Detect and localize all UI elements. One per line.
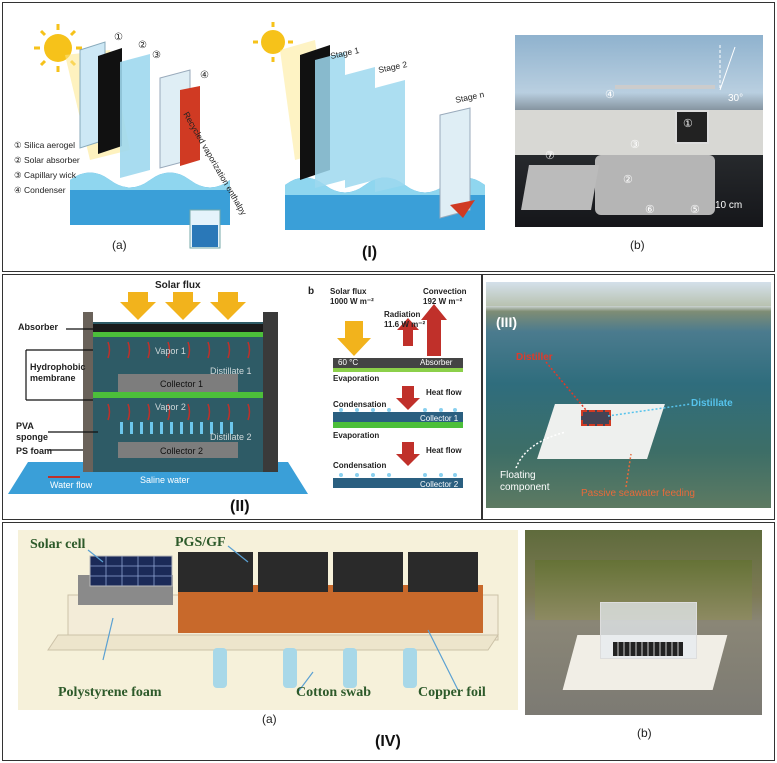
panel-I-legend: ① Silica aerogel ② Solar absorber ③ Capi… [14,138,80,198]
b-heat-flow-label-2: Heat flow [426,446,462,455]
legend-item: ② Solar absorber [14,155,80,165]
distillate-1-label: Distillate 1 [210,366,252,376]
panel-IV-caption-a: (a) [262,712,277,726]
panel-III-roman: (III) [496,314,517,330]
passive-seawater-label: Passive seawater feeding [581,488,695,499]
pgs-gf-label: PGS/GF [175,535,226,550]
photo-scale-label: 10 cm [715,200,743,211]
legend-item: ③ Capillary wick [14,170,76,180]
panel-II-b-tag: b [308,286,315,297]
sun-icon [34,24,82,72]
legend-item: ④ Condenser [14,185,66,195]
pva-sponge-label: PVA sponge [16,421,49,442]
panel-I-caption-a: (a) [112,238,127,252]
panel-III-frame [482,274,775,520]
svg-text:②: ② [138,40,147,51]
b-temp-label: 60 °C [338,358,359,367]
panel-I-caption-b: (b) [630,238,645,252]
vapor-1-label: Vapor 1 [155,346,186,356]
absorber-label: Absorber [18,322,59,332]
panel-II-frame [2,274,482,520]
photo-num: ① [683,118,693,130]
panel-IV-schematic [18,530,518,710]
vapor-2-label: Vapor 2 [155,402,186,412]
photo-num: ② [623,174,633,186]
b-absorber-label: Absorber [420,358,453,367]
photo-num: ③ [630,139,640,151]
collector-2-label: Collector 2 [160,446,204,456]
cotton-swab-label: Cotton swab [296,685,372,700]
coastline [486,282,771,306]
solar-cell-label: Solar cell [30,537,86,552]
b-evaporation-label-2: Evaporation [333,431,380,440]
panel-IV-frame [2,522,775,761]
solar-cell-panel [89,555,173,587]
panel-I-multistage [253,22,485,230]
b-evaporation-label-1: Evaporation [333,374,380,383]
svg-text:③: ③ [152,50,161,61]
distiller-label: Distiller [516,352,553,363]
absorber-strips [613,642,683,656]
panel-II-heat-flow-diagram [333,304,463,488]
b-collector-2-label: Collector 2 [420,480,459,489]
panel-IV-roman: (IV) [375,733,401,750]
photo-num: ⑦ [545,150,555,162]
b-heat-flow-label-1: Heat flow [426,388,462,397]
frame-bar [615,85,715,89]
panel-IV-caption-b: (b) [637,726,652,740]
photo-num: ⑤ [690,204,700,216]
panel-IV-photo [525,530,762,715]
legend-item: ① Silica aerogel [14,140,76,150]
copper-foil-label: Copper foil [418,685,486,700]
panel-I-photo: ④ ① ③ ② ⑦ ⑥ ⑤ 30° 10 cm [515,35,763,227]
solar-flux-label: Solar flux [155,280,201,291]
polystyrene-foam-label: Polystyrene foam [58,685,162,700]
b-condensation-label-1: Condensation [333,400,387,409]
panel-I-frame [2,2,775,272]
b-condensation-label-2: Condensation [333,461,387,470]
collector-1-label: Collector 1 [160,379,204,389]
b-collector-1-label: Collector 1 [420,414,459,423]
panel-II-roman: (II) [230,498,250,515]
photo-angle-label: 30° [728,93,744,104]
distiller-window [581,410,611,426]
floating-component-label: Floating component [500,470,550,493]
ps-foam-label: PS foam [16,446,53,456]
rooftop-wall [515,110,763,155]
photo-num: ⑥ [645,204,655,216]
panel-I-schematic-a: ① ② ③ ④ [34,24,230,249]
distillate-label: Distillate [691,398,733,409]
saline-water-label: Saline water [140,475,190,485]
sun-icon [253,22,293,62]
svg-text:④: ④ [200,70,209,81]
hydrophobic-membrane-label: Hydrophobic membrane [30,362,86,383]
water-flow-label: Water flow [50,480,93,490]
panel-III-photo: (III) Distiller Distillate Floating comp… [486,282,771,508]
distillate-2-label: Distillate 2 [210,432,252,442]
pyranometer-panel [675,110,709,144]
svg-text:①: ① [114,32,123,43]
panel-II-device-schematic [8,292,308,494]
panel-I-roman: (I) [362,244,378,261]
device-box [595,155,715,215]
photo-num: ④ [605,89,615,101]
